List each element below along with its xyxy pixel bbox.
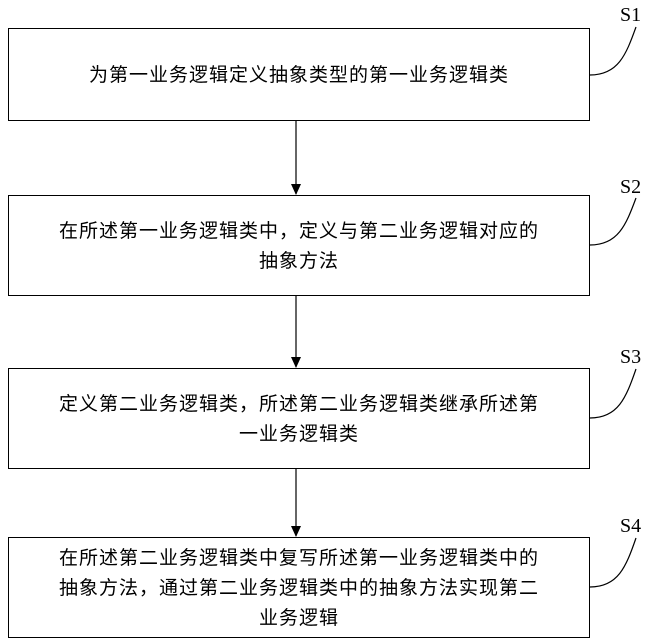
leader-s2: [590, 198, 636, 245]
step-box-s1: 为第一业务逻辑定义抽象类型的第一业务逻辑类: [8, 28, 590, 121]
step-text-s1: 为第一业务逻辑定义抽象类型的第一业务逻辑类: [89, 60, 509, 90]
step-text-line: 定义第二业务逻辑类，所述第二业务逻辑类继承所述第: [59, 389, 539, 419]
leader-s4: [590, 538, 636, 587]
step-text-s3: 定义第二业务逻辑类，所述第二业务逻辑类继承所述第 一业务逻辑类: [59, 389, 539, 449]
step-text-line: 抽象方法: [59, 246, 539, 276]
step-text-s2: 在所述第一业务逻辑类中，定义与第二业务逻辑对应的 抽象方法: [59, 216, 539, 276]
step-label-s3: S3: [620, 347, 641, 367]
step-label-s1: S1: [620, 5, 641, 25]
step-text-line: 一业务逻辑类: [59, 419, 539, 449]
step-text-line: 业务逻辑: [59, 603, 539, 633]
arrowhead-s1-to-s2: [291, 184, 301, 195]
step-box-s2: 在所述第一业务逻辑类中，定义与第二业务逻辑对应的 抽象方法: [8, 195, 590, 296]
step-box-s4: 在所述第二业务逻辑类中复写所述第一业务逻辑类中的 抽象方法，通过第二业务逻辑类中…: [8, 537, 590, 638]
leader-s1: [590, 27, 636, 75]
step-text-s4: 在所述第二业务逻辑类中复写所述第一业务逻辑类中的 抽象方法，通过第二业务逻辑类中…: [59, 543, 539, 633]
leader-s3: [590, 369, 636, 418]
step-text-line: 在所述第二业务逻辑类中复写所述第一业务逻辑类中的: [59, 543, 539, 573]
step-label-s2: S2: [620, 177, 641, 197]
step-text-line: 抽象方法，通过第二业务逻辑类中的抽象方法实现第二: [59, 573, 539, 603]
step-text-line: 为第一业务逻辑定义抽象类型的第一业务逻辑类: [89, 60, 509, 90]
step-box-s3: 定义第二业务逻辑类，所述第二业务逻辑类继承所述第 一业务逻辑类: [8, 368, 590, 469]
step-text-line: 在所述第一业务逻辑类中，定义与第二业务逻辑对应的: [59, 216, 539, 246]
step-label-s4: S4: [620, 516, 641, 536]
arrowhead-s2-to-s3: [291, 357, 301, 368]
arrowhead-s3-to-s4: [291, 526, 301, 537]
